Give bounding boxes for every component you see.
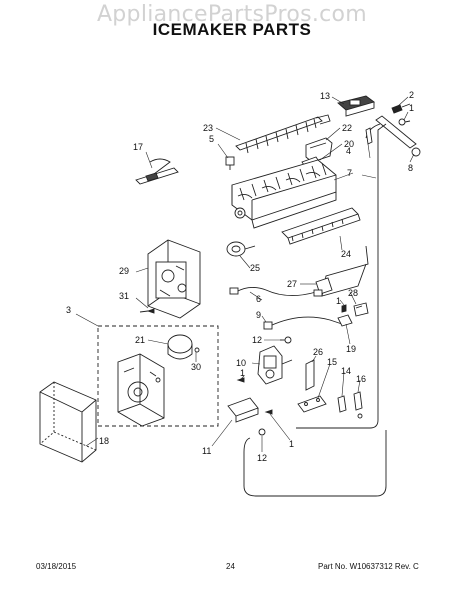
callout-10: 10 xyxy=(236,358,246,368)
part-clip-16 xyxy=(353,391,363,419)
callout-15: 15 xyxy=(327,357,337,367)
callout-26: 26 xyxy=(313,347,323,357)
part-clip-4 xyxy=(365,127,373,145)
part-clamp-8 xyxy=(411,147,421,157)
part-cap-25 xyxy=(226,241,256,257)
callout-27: 27 xyxy=(287,279,297,289)
footer-part-number: Part No. W10637312 Rev. C xyxy=(318,562,419,571)
part-harness-9 xyxy=(263,314,353,330)
callout-31: 31 xyxy=(119,291,129,301)
callout-1-top: 1 xyxy=(409,103,414,113)
footer-page-number: 24 xyxy=(226,562,235,571)
part-motor-21 xyxy=(167,334,200,360)
part-bracket-13 xyxy=(337,95,375,117)
callout-12-bottom: 12 xyxy=(257,453,267,463)
part-control-housing xyxy=(117,353,165,427)
water-line-lower xyxy=(243,430,387,497)
callout-18: 18 xyxy=(99,436,109,446)
callout-1-mid: 1 xyxy=(336,296,341,306)
callout-13: 13 xyxy=(320,91,330,101)
page-title: ICEMAKER PARTS xyxy=(152,20,312,39)
part-wire-6 xyxy=(229,287,323,297)
callout-labels: 23 5 17 13 22 20 7 2 1 4 8 24 25 29 31 3… xyxy=(66,90,414,463)
part-cover-22 xyxy=(305,137,333,163)
part-ejector-rack xyxy=(235,114,331,154)
callout-12-top: 12 xyxy=(252,335,262,345)
part-front-cover-29 xyxy=(147,239,201,319)
callout-6: 6 xyxy=(256,294,261,304)
callout-29: 29 xyxy=(119,266,129,276)
part-bracket-26 xyxy=(305,359,315,391)
callout-9: 9 xyxy=(256,310,261,320)
part-bracket-15 xyxy=(297,395,327,413)
callout-23: 23 xyxy=(203,123,213,133)
part-screw-2 xyxy=(391,103,411,114)
part-icemaker-mold xyxy=(231,159,337,229)
watermark: AppliancePartsPros.com xyxy=(96,2,368,27)
part-fill-tube-7 xyxy=(365,115,417,149)
callout-11: 11 xyxy=(202,446,211,456)
part-screw-31 xyxy=(139,308,155,314)
callout-5: 5 xyxy=(209,134,214,144)
callout-22: 22 xyxy=(342,123,352,133)
callout-14: 14 xyxy=(341,366,351,376)
footer-date: 03/18/2015 xyxy=(36,562,77,571)
control-module-group xyxy=(97,325,219,427)
part-bracket-11 xyxy=(227,397,259,423)
part-water-valve-10 xyxy=(257,345,293,385)
water-line xyxy=(296,123,387,429)
part-clip-14 xyxy=(337,395,347,413)
callout-20: 20 xyxy=(344,139,354,149)
callout-19: 19 xyxy=(346,344,356,354)
part-cover-18 xyxy=(39,381,97,463)
leader-lines xyxy=(75,96,415,452)
callout-3: 3 xyxy=(66,305,71,315)
callout-2: 2 xyxy=(409,90,414,100)
part-screw-1b xyxy=(341,304,347,313)
callout-28: 28 xyxy=(348,288,358,298)
callout-1-bottom: 1 xyxy=(289,439,294,449)
callout-25: 25 xyxy=(250,263,260,273)
part-connector-28 xyxy=(353,302,369,317)
part-fitting-1a xyxy=(398,118,411,126)
callout-1-valve: 1 xyxy=(240,368,245,378)
callout-24: 24 xyxy=(341,249,351,259)
callout-30: 30 xyxy=(191,362,201,372)
part-screw-12b xyxy=(258,428,266,436)
part-screw-5 xyxy=(225,156,235,170)
callout-16: 16 xyxy=(356,374,366,384)
part-heater-24 xyxy=(281,207,361,245)
callout-8: 8 xyxy=(408,163,413,173)
part-clip-17 xyxy=(135,158,179,185)
callout-17: 17 xyxy=(133,142,143,152)
callout-21: 21 xyxy=(135,335,145,345)
part-screw-1d xyxy=(264,409,273,415)
callout-7: 7 xyxy=(347,168,352,178)
callout-4: 4 xyxy=(346,146,351,156)
